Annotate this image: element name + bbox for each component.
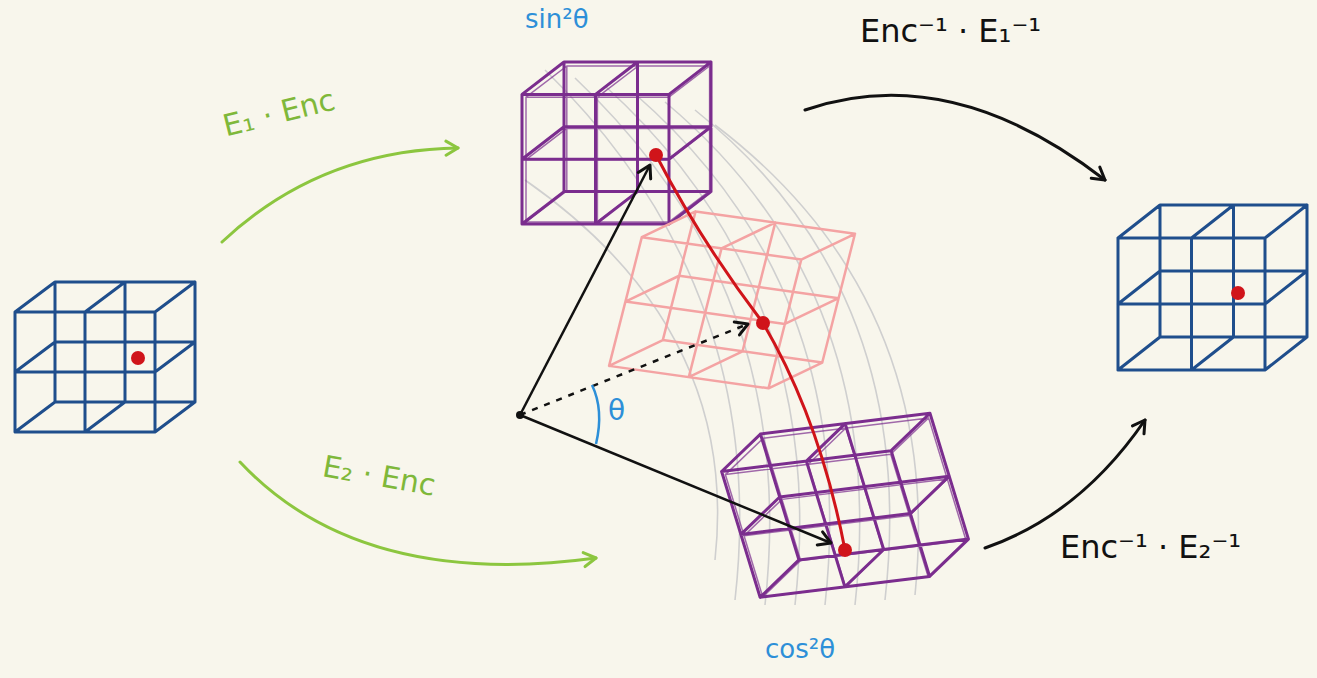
- operation-label: E₁ · Enc: [219, 82, 338, 145]
- input-cube: [15, 282, 195, 432]
- operation-label: E₂ · Enc: [320, 448, 439, 503]
- weight-label: cos²θ: [765, 634, 968, 665]
- interpolated-cube: [609, 205, 855, 395]
- interpolation-path: [656, 155, 845, 550]
- label-holder: Enc⁻¹ · E₂⁻¹: [1060, 528, 1241, 566]
- decode-arrow: [805, 95, 1105, 180]
- origin-dot: [516, 411, 524, 419]
- output-cube: [1118, 205, 1307, 370]
- operation-label: Enc⁻¹ · E₁⁻¹: [860, 12, 1041, 50]
- angle-arc: [592, 385, 599, 444]
- encoded-cube-sketch: [526, 66, 710, 222]
- encode-arrow: [222, 148, 458, 242]
- flow-arcs: [525, 70, 918, 605]
- encoded-cube: [712, 413, 978, 597]
- weight-label: sin²θ: [525, 4, 733, 35]
- vector-arrow: [520, 415, 831, 543]
- cube-node: sin²θ: [515, 2, 733, 230]
- vector-arrow: [520, 165, 650, 415]
- encoded-cube: [522, 62, 711, 224]
- operation-label: θ: [608, 394, 625, 428]
- cube-node: cos²θ: [700, 420, 968, 665]
- dotted-vector: [520, 324, 748, 415]
- points: [131, 148, 1245, 557]
- operation-label: Enc⁻¹ · E₂⁻¹: [1060, 528, 1241, 566]
- label-holder: Enc⁻¹ · E₁⁻¹: [860, 12, 1041, 50]
- label-holder: E₁ · Enc: [222, 95, 336, 131]
- encoded-cube-sketch: [716, 418, 975, 597]
- label-holder: E₂ · Enc: [322, 458, 436, 494]
- label-holder: θ: [608, 394, 625, 428]
